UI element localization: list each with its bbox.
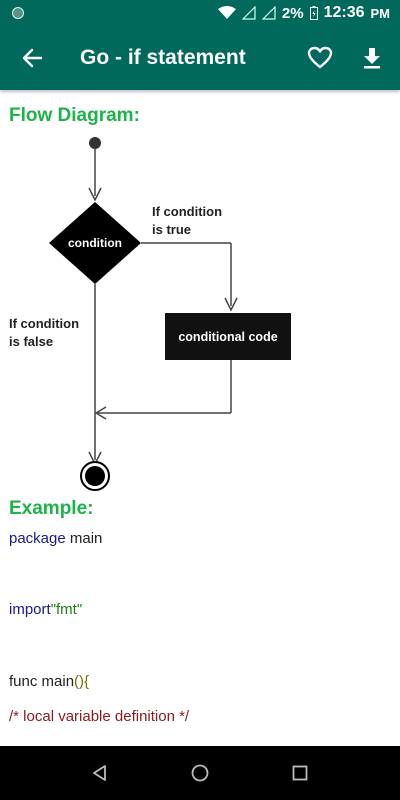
- page-title: Go - if statement: [80, 46, 246, 69]
- start-node: [89, 137, 101, 149]
- keyword-import: import: [9, 601, 51, 618]
- nav-back-icon[interactable]: [90, 763, 110, 783]
- arrow-back-icon: [22, 48, 43, 68]
- false-label-line1: If condition: [9, 316, 79, 331]
- example-heading: Example:: [9, 498, 94, 519]
- code-line-comment: /* local variable definition */: [9, 708, 190, 725]
- func-declaration: func main: [9, 673, 75, 690]
- process-box: [165, 313, 291, 360]
- signal-icon-2: [261, 6, 276, 20]
- package-name: main: [65, 530, 103, 547]
- signal-icon: [241, 6, 256, 20]
- flow-diagram-heading: Flow Diagram:: [9, 105, 140, 126]
- false-label-line2: is false: [9, 334, 53, 349]
- wifi-icon: [217, 6, 236, 19]
- status-bar: 2% 12:36 PM: [0, 0, 400, 26]
- clock: 12:36: [323, 4, 365, 21]
- download-button[interactable]: [358, 44, 386, 72]
- code-line-func: func main(){: [9, 673, 89, 690]
- battery-percent: 2%: [281, 4, 304, 22]
- content-area[interactable]: Flow Diagram: condition If condition is …: [0, 90, 400, 746]
- end-node-inner: [85, 466, 105, 486]
- import-string: "fmt": [50, 601, 83, 618]
- favorite-button[interactable]: [306, 44, 334, 72]
- nav-recents-icon[interactable]: [290, 763, 310, 783]
- flow-diagram: condition If condition is true condition…: [9, 137, 291, 491]
- notification-icon: [12, 7, 24, 19]
- app-bar: Go - if statement: [0, 26, 400, 90]
- process-label: conditional code: [178, 330, 277, 344]
- status-icons: 2% 12:36 PM: [217, 4, 391, 22]
- nav-home-icon[interactable]: [190, 763, 210, 783]
- code-line-import: import"fmt": [9, 601, 82, 618]
- code-line-package: package main: [9, 530, 102, 547]
- download-icon: [364, 48, 380, 69]
- clock-ampm: PM: [370, 5, 391, 21]
- system-nav-bar: [0, 746, 400, 800]
- decision-diamond: [49, 202, 141, 284]
- keyword-package: package: [9, 530, 66, 547]
- battery-icon: [309, 6, 318, 20]
- func-parens: (){: [74, 673, 90, 690]
- heart-icon: [307, 46, 333, 69]
- decision-label: condition: [68, 236, 122, 250]
- back-button[interactable]: [18, 44, 46, 72]
- true-label-line2: is true: [152, 222, 191, 237]
- true-label-line1: If condition: [152, 204, 222, 219]
